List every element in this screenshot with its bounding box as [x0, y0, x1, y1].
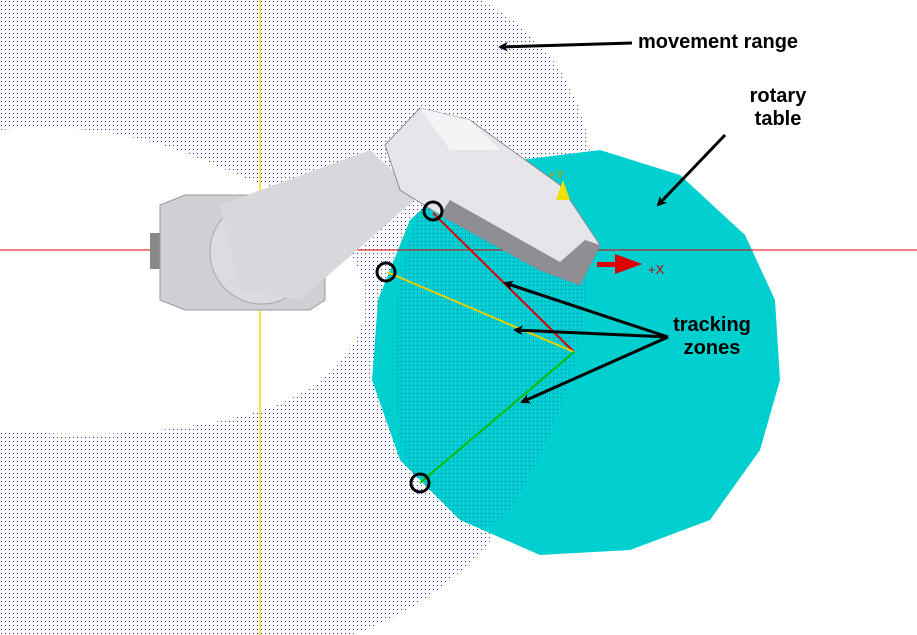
x-axis-label: +X — [648, 262, 665, 277]
movement-range-arrow — [498, 41, 633, 52]
movement-range-label: movement range — [638, 31, 798, 54]
tracking-zone-3-line — [419, 351, 575, 484]
tracking-zones-label: tracking zones — [662, 314, 762, 360]
tracking-zone-2-line — [386, 271, 575, 353]
range-overlap-dots — [393, 200, 590, 532]
zone-start-marker-3 — [409, 472, 431, 494]
rotary-table-label: rotary table — [738, 85, 818, 131]
tool-x-axis-arrow — [597, 254, 642, 274]
tracking-zones-text-2: zones — [683, 337, 741, 359]
zone-start-marker-2 — [375, 261, 397, 283]
tracking-zones-text-1: tracking — [673, 314, 751, 336]
tracking-zone-arrow-1 — [503, 280, 669, 339]
tracking-zone-arrow-3 — [520, 335, 669, 404]
y-axis-label: +Y — [548, 167, 565, 182]
tracking-zone-arrow-2 — [513, 325, 669, 339]
rotary-table-arrow — [656, 133, 727, 207]
movement-range-text: movement range — [638, 31, 799, 53]
rotary-table-text-2: table — [754, 108, 802, 130]
rotary-table-text-1: rotary — [749, 85, 807, 107]
robot-arm — [150, 107, 601, 311]
zone-start-marker-1 — [422, 200, 444, 222]
tool-y-axis-arrow — [556, 180, 570, 200]
